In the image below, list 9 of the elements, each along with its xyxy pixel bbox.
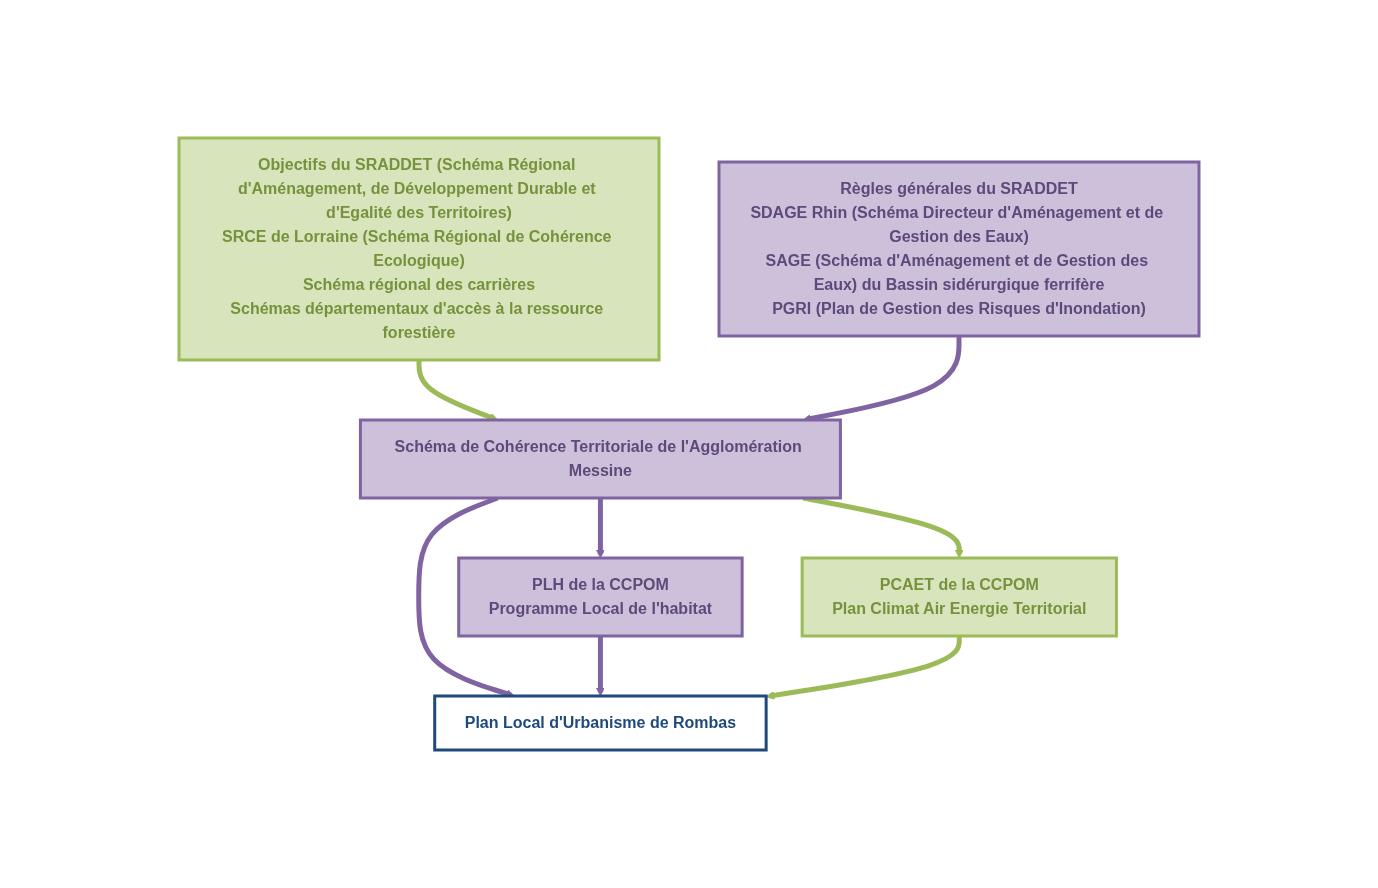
- node-box: PLH de la CCPOM Programme Local de l'habitat: [457, 556, 744, 638]
- node-box: Objectifs du SRADDET (Schéma Régional d'Aménagement, de Développement Durable et d'Egalité des Territoires) SRCE de Lorraine (Schéma Régional de Cohérence Ecologique) Schéma régional des carrières Schémas départementaux d'accès à la ressource forestière: [177, 136, 661, 362]
- node-box: Schéma de Cohérence Territoriale de l'Agglomération Messine: [358, 418, 842, 500]
- node-box: Plan Local d'Urbanisme de Rombas: [433, 694, 768, 752]
- arrow: [596, 498, 605, 559]
- node-box: Règles générales du SRADDET SDAGE Rhin (Schéma Directeur d'Aménagement et de Gestion des Eaux) SAGE (Schéma d'Aménagement et de Gestion des Eaux) du Bassin sidérurgique ferrifère PGRI (Plan de Gestion des Risques d'Inondation): [717, 160, 1201, 338]
- node-box: PCAET de la CCPOM Plan Climat Air Energie Territorial: [800, 556, 1118, 638]
- arrow: [596, 636, 605, 697]
- arrow: [765, 636, 962, 700]
